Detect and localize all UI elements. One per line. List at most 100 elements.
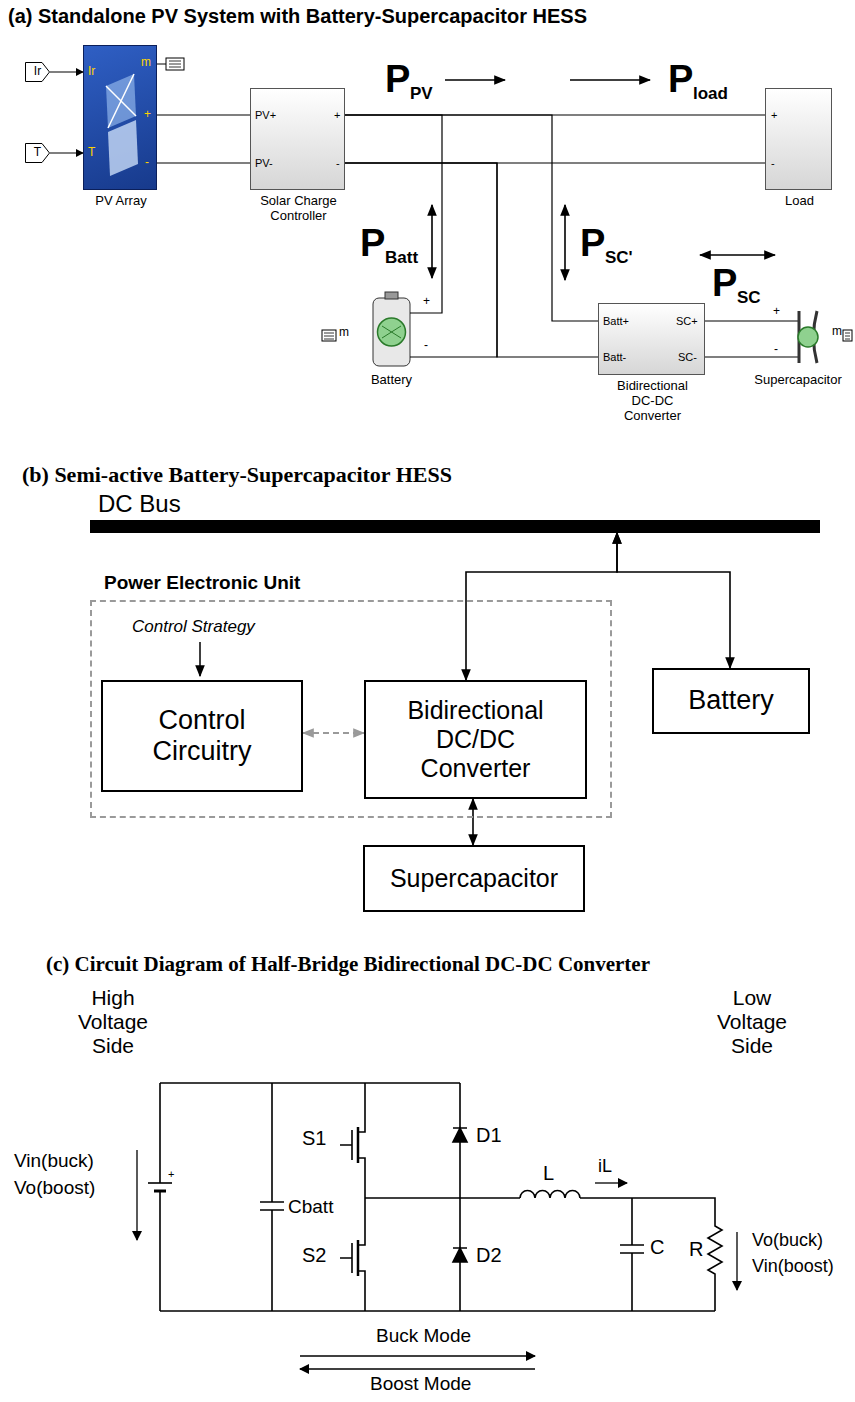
process-box: Battery: [652, 668, 810, 734]
panel-title: (c) Circuit Diagram of Half-Bridge Bidir…: [46, 952, 650, 976]
port-label: Ir: [88, 65, 95, 79]
process-box: Control Circuitry: [101, 680, 303, 792]
port-label: -: [336, 157, 340, 170]
mode-label: Buck Mode: [376, 1325, 471, 1347]
side-label: High Voltage Side: [68, 986, 158, 1058]
control-strategy-arrow: [200, 642, 201, 676]
power-link: [466, 533, 617, 680]
port-label: PV-: [255, 157, 273, 170]
port-label: m: [832, 325, 842, 339]
port-label: -: [145, 156, 149, 170]
port-label: PV+: [255, 109, 276, 122]
port-label: +: [771, 109, 777, 122]
panel-title: (b) Semi-active Battery-Supercapacitor H…: [22, 462, 452, 487]
side-label: Low Voltage Side: [707, 986, 797, 1058]
supercapacitor-block: +-mSupercapacitor: [785, 303, 830, 370]
power-subscript: SC: [737, 288, 761, 308]
port-label: +: [334, 109, 340, 122]
voltage-label: Vo(buck): [752, 1230, 823, 1251]
power-subscript: load: [693, 84, 728, 104]
box-text: Control Circuitry: [115, 705, 289, 767]
resistor-label: R: [689, 1238, 703, 1261]
process-box: Supercapacitor: [363, 845, 585, 912]
port-label: m: [339, 326, 349, 340]
port-label: SC+: [676, 315, 698, 328]
switch-label: S2: [302, 1244, 326, 1267]
power-link: [50, 71, 83, 72]
capacitor-label: Cbatt: [288, 1196, 333, 1218]
port-label: -: [424, 339, 428, 353]
box-text: Bidirectional DC/DC Converter: [386, 696, 565, 782]
inductor-label: L: [543, 1162, 554, 1185]
power-symbol: P: [385, 58, 410, 102]
voltage-label: Vin(buck): [14, 1150, 94, 1172]
voltage-label: Vin(boost): [752, 1256, 834, 1277]
bus-name: DC Bus: [98, 490, 181, 518]
wire: [345, 163, 497, 357]
power-subscript: Batt: [385, 248, 418, 268]
block-caption: Load: [765, 194, 835, 209]
power-link: [50, 152, 83, 153]
control-link: [303, 732, 364, 734]
mode-label: Boost Mode: [370, 1373, 471, 1395]
input-note: Control Strategy: [132, 617, 255, 637]
wire: [705, 320, 785, 321]
diode-label: D1: [476, 1124, 502, 1147]
port-name: Ir: [34, 65, 41, 79]
block-caption: PV Array: [76, 194, 166, 209]
input-port: Ir: [25, 62, 50, 82]
measurement-port-icons: [157, 58, 852, 341]
wire: [345, 115, 598, 321]
dc-bus-bar: DC Bus: [90, 520, 820, 533]
supercapacitor-icon: [785, 303, 830, 370]
wire: [157, 114, 250, 115]
port-label: +: [144, 108, 151, 122]
power-symbol: P: [360, 222, 385, 266]
wire: [705, 356, 785, 357]
diode-label: D2: [476, 1244, 502, 1267]
power-link: [617, 533, 730, 668]
power-link: [472, 799, 474, 845]
switch-label: S1: [302, 1127, 326, 1150]
port-label: +: [423, 295, 430, 309]
process-box: Bidirectional DC/DC Converter: [364, 680, 587, 799]
power-subscript: PV: [410, 84, 433, 104]
half-bridge-circuit: [137, 1083, 737, 1369]
box-text: Battery: [688, 685, 774, 716]
load-block: +-Load: [765, 88, 832, 190]
port-label: -: [771, 157, 775, 170]
voltage-label: Vo(boost): [14, 1177, 95, 1199]
current-label: iL: [598, 1156, 612, 1177]
port-label: Batt-: [603, 351, 626, 364]
power-flow-arrows: [432, 80, 775, 280]
input-port: T: [25, 143, 50, 163]
pv-array-block: IrTm+-PV Array: [83, 45, 157, 190]
battery-icon: [365, 288, 418, 370]
block-caption: Solar Charge Controller: [244, 194, 354, 224]
port-label: Batt+: [603, 315, 629, 328]
port-label: -: [774, 343, 778, 357]
charge-controller-block: PV+PV-+-Solar Charge Controller: [250, 88, 345, 190]
group-heading: Power Electronic Unit: [104, 572, 300, 594]
power-symbol: P: [712, 262, 737, 306]
wire: [157, 162, 250, 163]
capacitor-label: C: [650, 1236, 664, 1259]
port-label: T: [88, 146, 95, 160]
wire: [345, 115, 442, 313]
battery-block: +-mBattery: [365, 288, 418, 370]
power-symbol: P: [668, 58, 693, 102]
block-caption: Bidirectional DC-DC Converter: [605, 379, 701, 424]
power-symbol: P: [580, 222, 605, 266]
box-text: Supercapacitor: [390, 864, 558, 893]
block-caption: Supercapacitor: [743, 373, 853, 388]
block-caption: Battery: [352, 373, 432, 388]
port-label: SC-: [678, 351, 697, 364]
converter-block: Batt+Batt-SC+SC-Bidirectional DC-DC Conv…: [598, 303, 705, 375]
port-label: +: [773, 305, 780, 319]
power-subscript: SC': [605, 248, 633, 268]
port-name: T: [34, 146, 41, 160]
port-label: m: [141, 56, 151, 70]
panel-title: (a) Standalone PV System with Battery-Su…: [8, 5, 587, 28]
polarity-mark: +: [168, 1168, 174, 1181]
